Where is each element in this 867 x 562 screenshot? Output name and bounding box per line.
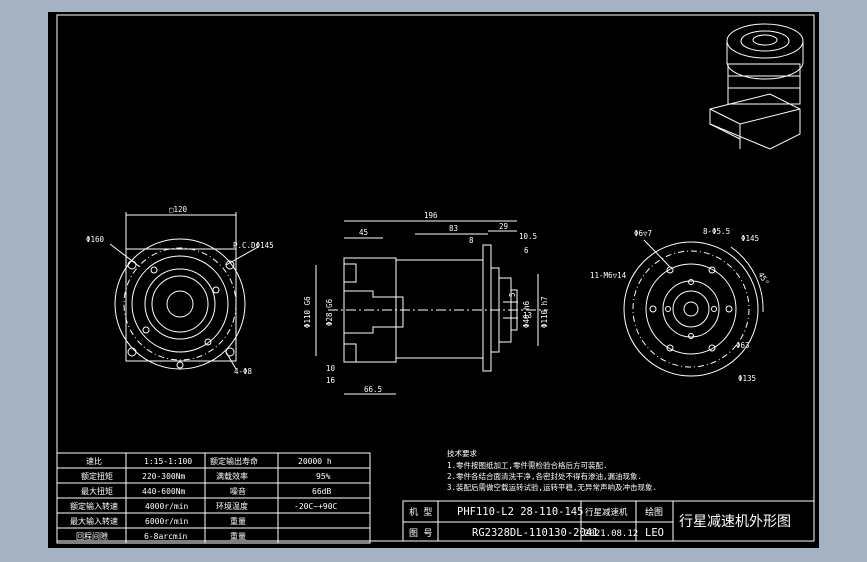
drawing-sheet: □120 Φ160 P.C.DΦ145 4-Φ8 — [48, 12, 819, 548]
spec-key: 重量 — [230, 531, 246, 541]
dim-66-5: 66.5 — [364, 385, 382, 394]
spec-key: 额定输出寿命 — [210, 456, 258, 466]
spec-key: 满载效率 — [216, 471, 248, 481]
tb-author: LEO — [645, 527, 664, 539]
front-pcd-circle — [123, 247, 237, 361]
tech-notes: 技术要求 1.零件按图纸加工,零件需检验合格后方可装配. 2.零件各结合面清洗干… — [447, 448, 657, 492]
spec-key: 最大输入转速 — [70, 516, 118, 526]
dim-dia-40-h6: Φ40 h6 — [522, 300, 531, 328]
spec-value: 66dB — [312, 487, 331, 496]
tb-model: PHF110-L2 28-110-145 — [457, 506, 583, 518]
spec-key: 额定扭矩 — [81, 471, 113, 481]
spec-value: 6000r/min — [145, 517, 189, 526]
dim-16: 16 — [326, 376, 336, 385]
spec-key: 速比 — [86, 456, 102, 466]
front-bore — [166, 290, 194, 318]
spec-value: 6-8arcmin — [144, 532, 188, 541]
front-view: □120 Φ160 P.C.DΦ145 4-Φ8 — [86, 205, 274, 376]
spec-value: 1:15-1:100 — [144, 457, 192, 466]
dim-dia-28-g6: Φ28 G6 — [325, 298, 334, 326]
tb-date: 2021.08.12 — [584, 529, 638, 539]
spec-key: 最大扭矩 — [81, 486, 113, 496]
dim-outer-dia: Φ160 — [86, 235, 105, 244]
note-line: 2.零件各结合面清洗干净,各密封处不得有渗油,漏油现象. — [447, 471, 642, 481]
spec-value: 220-300Nm — [142, 472, 186, 481]
dim-8: 8 — [469, 236, 474, 245]
spec-key: 噪音 — [230, 486, 246, 496]
dim-83: 83 — [449, 224, 458, 233]
spec-table — [56, 452, 371, 544]
rear-flange — [645, 263, 737, 355]
rear-view: Φ6▽7 8-Φ5.5 Φ145 45° 11-M6▽14 Φ63 Φ135 — [590, 227, 771, 383]
spec-value: 20000 h — [298, 457, 332, 466]
front-outer-circle — [114, 238, 246, 370]
front-ring-3 — [151, 275, 209, 333]
tb-col3-top: 行星减速机 — [585, 507, 628, 518]
dim-13: 13 — [523, 311, 532, 320]
dim-dia-145: Φ145 — [741, 234, 759, 243]
spec-value: 440-600Nm — [142, 487, 186, 496]
tb-label-model: 机 型 — [409, 506, 432, 518]
tb-drawing-no: RG2328DL-110130-2041 — [472, 527, 598, 539]
note-line: 3.装配后需做空载运转试验,运转平稳,无异常声响及冲击现象. — [447, 482, 657, 492]
spec-key: 环境温度 — [216, 501, 248, 511]
dim-holes-2: 8-Φ5.5 — [703, 227, 730, 236]
spec-value: 4000r/min — [145, 502, 189, 511]
dim-total-length: 196 — [424, 211, 438, 220]
spec-key: 重量 — [230, 516, 246, 526]
side-body — [395, 259, 484, 359]
iso-view — [709, 23, 804, 150]
dim-dia-110-g6: Φ110 G6 — [303, 296, 312, 328]
spec-key: 额定输入转速 — [70, 501, 118, 511]
dim-dia-110-h7: Φ110 h7 — [540, 296, 549, 328]
dim-dia-135: Φ135 — [738, 374, 756, 383]
dim-29: 29 — [499, 222, 508, 231]
dim-holes-1: Φ6▽7 — [634, 229, 652, 238]
title-block — [402, 500, 815, 542]
spec-value: -20C~+90C — [294, 502, 338, 511]
dim-6: 6 — [524, 246, 529, 255]
dim-pcd: P.C.DΦ145 — [233, 241, 274, 250]
tb-title: 行星减速机外形图 — [679, 514, 791, 530]
front-ring-1 — [131, 255, 229, 353]
note-line: 1.零件按图纸加工,零件需检验合格后方可装配. — [447, 460, 608, 470]
drawing-canvas: □120 Φ160 P.C.DΦ145 4-Φ8 — [56, 14, 815, 544]
dim-45: 45 — [359, 228, 368, 237]
side-view: 196 45 83 29 10.5 8 6 Φ110 G6 Φ28 G6 Φ40… — [303, 211, 549, 395]
dim-dia-63: Φ63 — [736, 341, 750, 350]
dim-width: □120 — [169, 205, 188, 214]
dim-holes: 4-Φ8 — [234, 367, 253, 376]
dim-10-5: 10.5 — [519, 232, 537, 241]
side-output-flange — [482, 244, 492, 372]
rear-outer-circle — [623, 241, 759, 377]
front-ring-2 — [144, 268, 216, 340]
dim-thread: 11-M6▽14 — [590, 271, 627, 280]
tb-label-drawing: 图 号 — [409, 528, 432, 539]
spec-key: 回程间隙 — [76, 531, 108, 541]
spec-value: 95% — [316, 472, 331, 481]
dim-5: 5 — [508, 292, 517, 297]
notes-title: 技术要求 — [447, 448, 477, 458]
tb-col4-top: 绘图 — [645, 506, 663, 518]
dim-10: 10 — [326, 364, 336, 373]
